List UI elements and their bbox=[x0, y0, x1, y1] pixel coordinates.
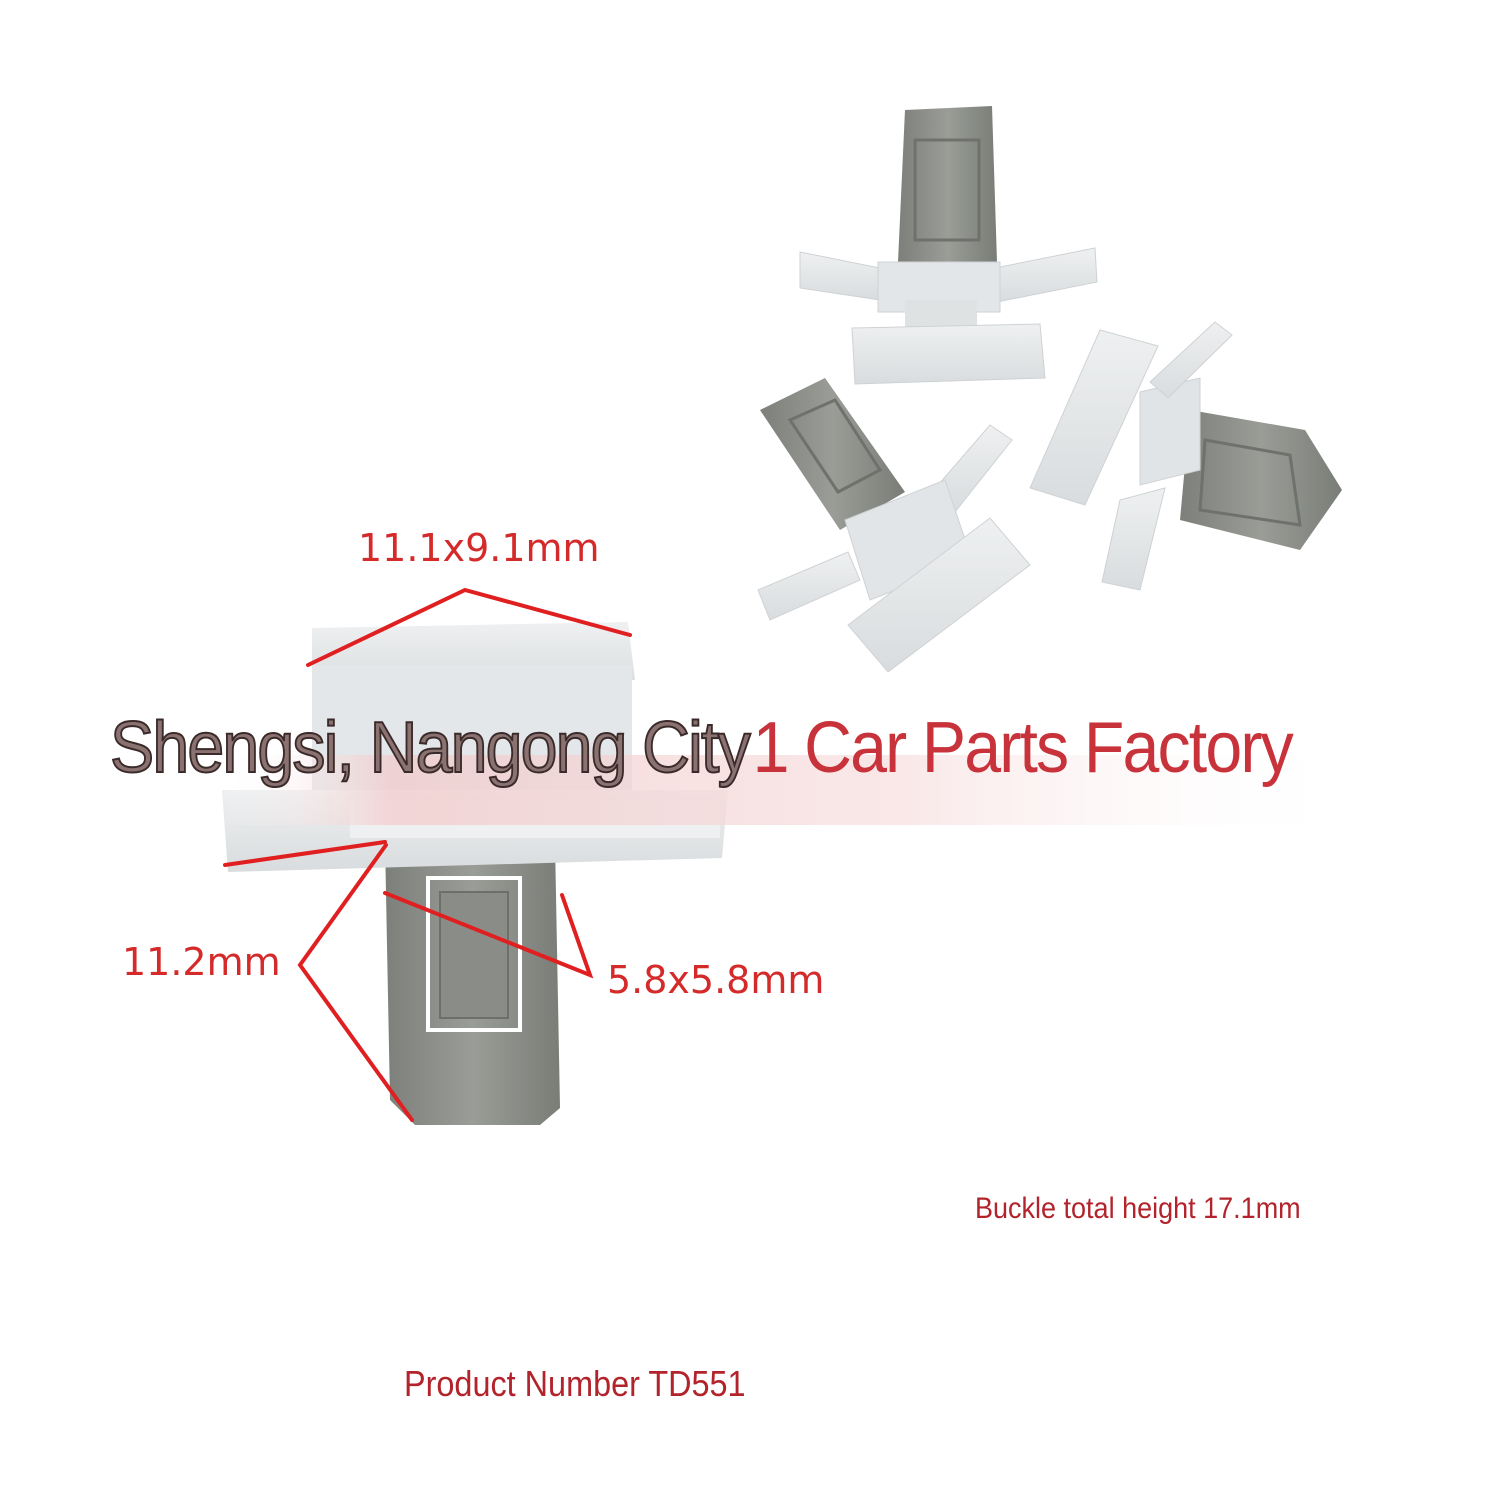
product-number-caption: Product Number TD551 bbox=[404, 1363, 746, 1404]
dimension-lines bbox=[223, 587, 632, 1122]
dim-line-head bbox=[306, 587, 632, 667]
watermark-part1: Shengsi, Nangong City bbox=[109, 708, 752, 788]
watermark-part2: 1 Car Parts Factory bbox=[752, 708, 1294, 788]
clip-photo-left bbox=[757, 378, 1031, 673]
clip-photo-top bbox=[799, 106, 1098, 385]
leg-length-dimension-label: 11.2mm bbox=[122, 940, 281, 984]
dim-line-head-lower bbox=[223, 840, 387, 867]
clip-photo-main bbox=[222, 622, 728, 1125]
leg-section-dimension-label: 5.8x5.8mm bbox=[607, 958, 825, 1002]
watermark-text: Shengsi, Nangong City1 Car Parts Factory bbox=[109, 711, 1294, 785]
dim-line-leg-length bbox=[297, 843, 414, 1122]
total-height-caption: Buckle total height 17.1mm bbox=[975, 1192, 1301, 1225]
watermark-band bbox=[220, 755, 1360, 825]
clip-photo-right bbox=[1029, 321, 1342, 591]
head-dimension-label: 11.1x9.1mm bbox=[358, 526, 600, 570]
dim-line-leg-section bbox=[383, 891, 594, 979]
